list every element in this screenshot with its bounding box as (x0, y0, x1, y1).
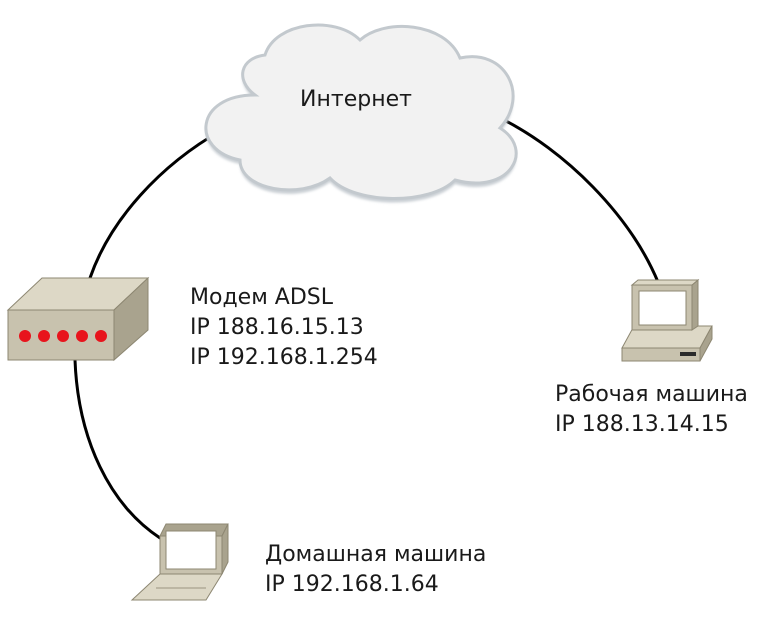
laptop-icon (130, 523, 229, 601)
link-cloud-to-work-machine (498, 116, 660, 284)
link-modem-to-home-machine (73, 358, 162, 540)
modem-ip-internal: IP 192.168.1.254 (190, 345, 378, 370)
network-links (73, 116, 660, 540)
work-machine-ip: IP 188.13.14.15 (555, 412, 729, 437)
modem-led-2 (38, 330, 50, 342)
work-machine-label-block: Рабочая машина IP 188.13.14.15 (555, 380, 748, 440)
modem-led-3 (57, 330, 69, 342)
modem-led-4 (76, 330, 88, 342)
adsl-modem-icon (6, 276, 150, 362)
cloud-label: Интернет (300, 87, 412, 112)
internet-cloud-icon (204, 23, 518, 203)
home-machine-label-block: Домашная машина IP 192.168.1.64 (265, 540, 486, 600)
modem-led-5 (95, 330, 107, 342)
modem-led-1 (19, 330, 31, 342)
work-machine-name: Рабочая машина (555, 382, 748, 407)
modem-led-group (19, 330, 107, 342)
modem-label-block: Модем ADSL IP 188.16.15.13 IP 192.168.1.… (190, 283, 378, 373)
link-cloud-to-modem (88, 128, 224, 280)
desktop-computer-icon (621, 278, 713, 362)
home-machine-ip: IP 192.168.1.64 (265, 572, 439, 597)
home-machine-name: Домашная машина (265, 542, 487, 567)
modem-name: Модем ADSL (190, 285, 333, 310)
modem-ip-external: IP 188.16.15.13 (190, 315, 364, 340)
